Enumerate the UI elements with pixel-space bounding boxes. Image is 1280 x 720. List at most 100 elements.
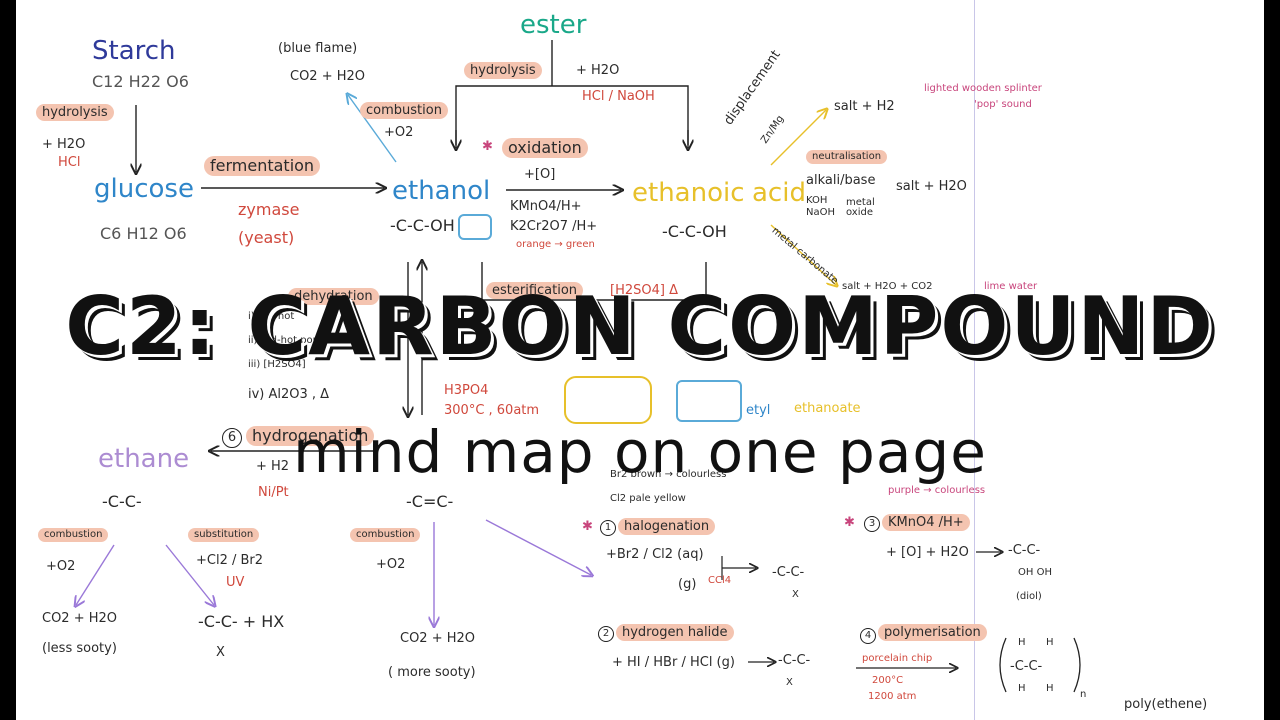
dehydration-item-4: iv) Al2O3 , Δ bbox=[248, 387, 330, 402]
oxidation-colour: orange → green bbox=[516, 239, 595, 250]
polymer-bracket-left bbox=[999, 637, 1007, 693]
esterification-bracket bbox=[481, 262, 707, 301]
displacement-products: salt + H2 bbox=[834, 99, 895, 114]
polymer-h-bottom-1: H bbox=[1018, 683, 1026, 694]
flame-note: (blue flame) bbox=[278, 41, 358, 56]
oxidation-agent1: KMnO4/H+ bbox=[510, 199, 582, 214]
hydration-conditions: H3PO4 bbox=[444, 383, 489, 398]
ethanoic-name: ethanoic bbox=[632, 178, 745, 208]
glucose-name: glucose bbox=[94, 174, 194, 204]
ethanol-structure: -C-C-OH bbox=[390, 216, 455, 235]
acid-name: acid bbox=[752, 178, 806, 208]
ester-top-name: ester bbox=[520, 10, 587, 40]
polymerisation-label: polymerisation bbox=[878, 624, 987, 641]
halogenation-colour2: Cl2 pale yellow bbox=[610, 493, 686, 504]
carbonate-arrow bbox=[770, 224, 836, 285]
substitution-arrow bbox=[165, 544, 214, 605]
hydrogen-halide-label: hydrogen halide bbox=[616, 624, 734, 641]
starch-formula: C12 H22 O6 bbox=[92, 72, 189, 91]
polymer-h-top-1: H bbox=[1018, 637, 1026, 648]
ethene-structure: -C=C- bbox=[406, 492, 454, 511]
ethene-combustion-products: CO2 + H2O bbox=[400, 631, 476, 646]
splinter-note: lighted wooden splinter bbox=[924, 83, 1042, 94]
naoh-label: NaOH bbox=[806, 207, 835, 218]
halogenation-label: halogenation bbox=[618, 518, 716, 535]
ethanol-oh-box bbox=[458, 214, 492, 240]
ethane-combustion-arrow bbox=[76, 544, 115, 605]
ester-bracket bbox=[455, 85, 689, 145]
arrows-layer bbox=[16, 40, 1081, 693]
displacement-arrow bbox=[770, 110, 826, 166]
ethane-combustion-reagent: +O2 bbox=[46, 559, 76, 574]
ethanoic-structure: -C-C-OH bbox=[662, 222, 727, 241]
polymer-h-bottom-2: H bbox=[1046, 683, 1054, 694]
combustion-top-label: combustion bbox=[360, 102, 448, 119]
fermentation-label: fermentation bbox=[204, 156, 321, 176]
ethane-combustion-label: combustion bbox=[38, 528, 109, 542]
ethane-name: ethane bbox=[98, 444, 190, 474]
dehydration-item-3: iii) [H2SO4] bbox=[248, 359, 306, 370]
substitution-reagent: +Cl2 / Br2 bbox=[196, 553, 264, 568]
koh-label: KOH bbox=[806, 195, 828, 206]
halogenation-x: X bbox=[792, 589, 799, 600]
halogenation-number: 1 bbox=[600, 520, 616, 536]
halogenation-gas: (g) bbox=[678, 577, 697, 592]
combustion-top-products: CO2 + H2O bbox=[290, 69, 366, 84]
hydrogen-halide-reagent: + HI / HBr / HCl (g) bbox=[612, 655, 735, 670]
halogenation-reagent: +Br2 / Cl2 (aq) bbox=[606, 547, 704, 562]
ester-top-catalyst: HCl / NaOH bbox=[582, 89, 655, 104]
polymerisation-condition1: porcelain chip bbox=[862, 653, 933, 664]
neutralisation-label: neutralisation bbox=[806, 150, 888, 164]
neutralisation-base: alkali/base bbox=[806, 173, 876, 188]
hydrogen-halide-x: X bbox=[786, 677, 793, 688]
substitution-x: X bbox=[216, 645, 225, 660]
hydrogenation-catalyst: Ni/Pt bbox=[258, 485, 289, 500]
ethene-combustion-note: ( more sooty) bbox=[388, 665, 476, 680]
ester-name-ethanoate: ethanoate bbox=[794, 401, 861, 416]
video-title: C2: CARBON COMPOUND bbox=[65, 280, 1215, 373]
starch-name: Starch bbox=[92, 36, 176, 66]
substitution-condition: UV bbox=[226, 575, 245, 590]
oxidation-star-icon: ✱ bbox=[482, 139, 493, 154]
polymer-bracket-right bbox=[1073, 637, 1081, 693]
glucose-formula: C6 H12 O6 bbox=[100, 224, 187, 243]
oxidation-reagent: +[O] bbox=[524, 167, 556, 182]
mind-map-page: Starch C12 H22 O6 hydrolysis + H2O HCl g… bbox=[16, 0, 1264, 720]
ethane-combustion-note: (less sooty) bbox=[42, 641, 117, 656]
substitution-label: substitution bbox=[188, 528, 260, 542]
halogenation-solvent: CCl4 bbox=[708, 575, 732, 586]
fermentation-catalyst: zymase bbox=[238, 200, 300, 219]
ethene-combustion-label: combustion bbox=[350, 528, 421, 542]
polymer-n: n bbox=[1080, 689, 1087, 700]
oxidation-agent2: K2Cr2O7 /H+ bbox=[510, 219, 598, 234]
video-subtitle: mind map on one page bbox=[293, 418, 987, 486]
hydrolysis-left-reagent: + H2O bbox=[42, 137, 86, 152]
hydration-temp: 300°C , 60atm bbox=[444, 403, 540, 418]
kmno4-reagent: + [O] + H2O bbox=[886, 545, 969, 560]
polymerisation-condition3: 1200 atm bbox=[868, 691, 917, 702]
ester-top-hydrolysis: hydrolysis bbox=[464, 62, 542, 79]
halogenation-product: -C-C- bbox=[772, 565, 805, 580]
polymer-product: poly(ethene) bbox=[1124, 697, 1208, 712]
pop-sound-note: 'pop' sound bbox=[974, 99, 1032, 110]
hydrogen-halide-number: 2 bbox=[598, 626, 614, 642]
carbonate-products: salt + H2O + CO2 bbox=[842, 281, 933, 292]
ethene-addition-arrow bbox=[485, 519, 591, 575]
esterification-label: esterification bbox=[486, 282, 584, 299]
esterification-catalyst: [H2SO4] Δ bbox=[610, 283, 678, 298]
ethane-structure: -C-C- bbox=[102, 492, 142, 511]
neutralisation-products: salt + H2O bbox=[896, 179, 967, 194]
polymer-h-top-2: H bbox=[1046, 637, 1054, 648]
ethene-combustion-reagent: +O2 bbox=[376, 557, 406, 572]
hydrogenation-label: hydrogenation bbox=[246, 426, 375, 446]
halogenation-star-icon: ✱ bbox=[582, 519, 593, 534]
lime-water-note: lime water bbox=[984, 281, 1038, 292]
hydrogen-halide-product: -C-C- bbox=[778, 653, 811, 668]
kmno4-star-icon: ✱ bbox=[844, 515, 855, 530]
kmno4-label: KMnO4 /H+ bbox=[882, 514, 970, 531]
kmno4-colour: purple → colourless bbox=[888, 485, 986, 496]
margin-line bbox=[974, 0, 975, 720]
dehydration-label: dehydration bbox=[288, 288, 379, 305]
ester-name-etyl: etyl bbox=[746, 403, 771, 418]
polymerisation-condition2: 200°C bbox=[872, 675, 904, 686]
